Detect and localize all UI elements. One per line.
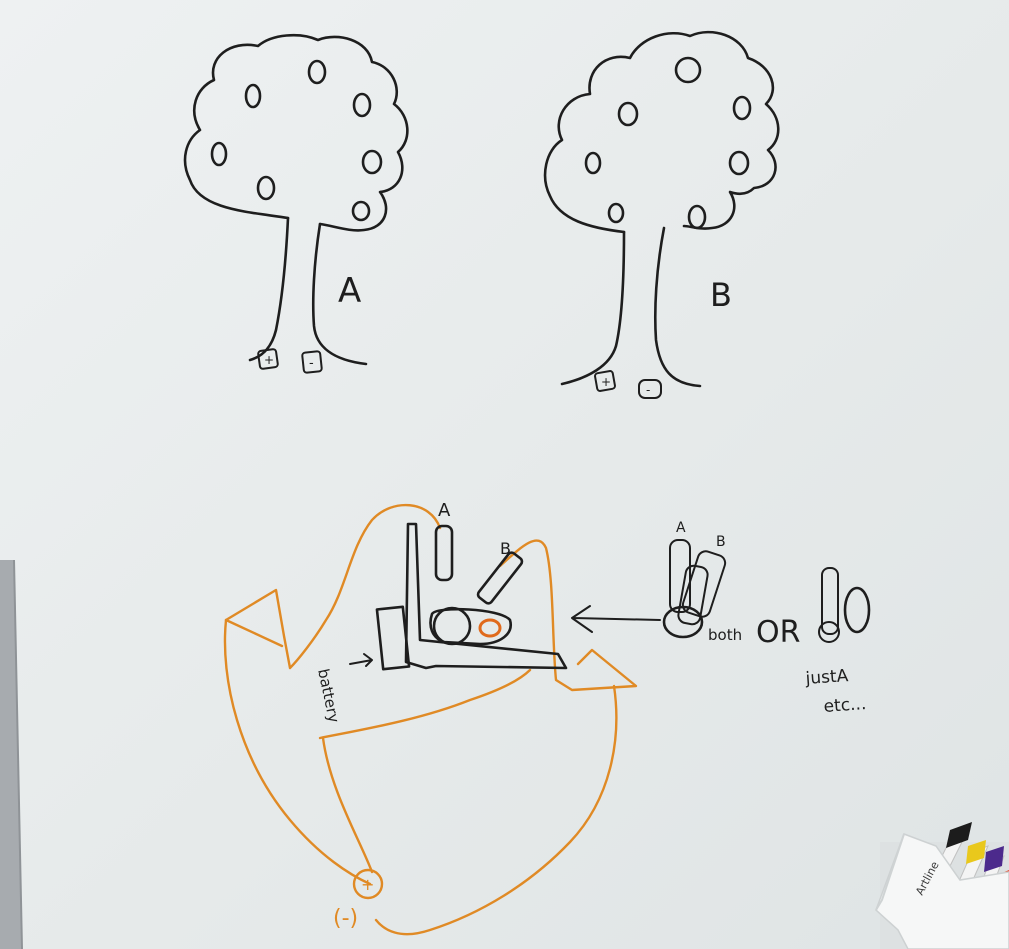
tree-b-minus-terminal bbox=[638, 379, 662, 399]
tree-a-fruits bbox=[210, 59, 383, 222]
tree-a-minus-label: - bbox=[309, 356, 314, 371]
option-electrode-b bbox=[681, 550, 727, 618]
orange-wire-right-loop bbox=[374, 684, 618, 936]
tree-b-canopy bbox=[543, 30, 780, 234]
battery-plus-circle bbox=[352, 868, 384, 900]
tree-a-minus-terminal bbox=[301, 350, 323, 374]
option-b-label: B bbox=[716, 534, 726, 550]
tree-a-trunk-left bbox=[248, 216, 290, 362]
tree-b: B + - bbox=[543, 30, 780, 399]
battery-plus-sign: + bbox=[361, 875, 374, 894]
orange-blob bbox=[478, 618, 502, 638]
fruit bbox=[728, 150, 750, 176]
tree-a-label: A bbox=[338, 271, 361, 311]
electrode-b-label: B bbox=[500, 539, 511, 558]
circuit-sketch: + (-) A B battery bbox=[223, 500, 638, 936]
tree-b-trunk-right bbox=[653, 226, 702, 388]
fruit bbox=[674, 56, 702, 84]
option-electrode-both bbox=[677, 564, 709, 626]
fruit bbox=[584, 151, 602, 175]
beaker bbox=[429, 607, 512, 646]
stand-post bbox=[404, 522, 568, 670]
tree-b-plus-label: + bbox=[601, 375, 611, 389]
orange-wire-outer bbox=[224, 504, 442, 670]
fruit bbox=[351, 200, 371, 222]
option-a-label: A bbox=[676, 520, 686, 536]
or-label: OR bbox=[756, 615, 800, 650]
electrode-a bbox=[434, 524, 454, 582]
option-electrode-a bbox=[669, 539, 691, 613]
fruit bbox=[307, 59, 327, 85]
tree-b-label: B bbox=[710, 276, 732, 314]
electrode-b bbox=[476, 551, 524, 605]
battery-arrow bbox=[349, 653, 373, 667]
just-b-electrode bbox=[843, 586, 871, 634]
fruit bbox=[687, 204, 707, 230]
orange-wire-shoulder bbox=[318, 668, 532, 740]
just-a-label: justA bbox=[804, 666, 849, 689]
marker-holder: Artline bbox=[875, 822, 1009, 949]
fruit bbox=[244, 83, 262, 109]
tree-b-fruits bbox=[584, 56, 752, 230]
both-label: both bbox=[708, 626, 742, 644]
tree-a-plus-terminal bbox=[257, 348, 279, 370]
orange-wire-right bbox=[498, 539, 638, 692]
fruit bbox=[210, 141, 228, 167]
fruit bbox=[617, 101, 639, 127]
options-sketch: A B both OR justA etc... bbox=[571, 520, 871, 717]
holder-edge bbox=[875, 833, 905, 911]
etc-label: etc... bbox=[823, 694, 867, 717]
tree-a-plus-label: + bbox=[264, 353, 274, 367]
tree-a-canopy bbox=[183, 33, 409, 232]
just-a-electrode bbox=[821, 567, 839, 635]
purple-marker bbox=[984, 846, 1004, 872]
fruit bbox=[732, 95, 752, 121]
beaker-lid-circle bbox=[432, 606, 472, 646]
tree-a: A + - bbox=[183, 33, 409, 374]
tree-a-trunk-right bbox=[311, 222, 368, 366]
tree-b-trunk-left bbox=[560, 230, 626, 386]
battery-block bbox=[375, 605, 411, 671]
just-a-beaker bbox=[818, 621, 840, 643]
fruit bbox=[361, 149, 383, 175]
fruit bbox=[256, 175, 276, 201]
fruit bbox=[352, 92, 372, 118]
orange-wire-left-loop bbox=[223, 618, 372, 886]
board-frame-left bbox=[0, 560, 22, 949]
black-marker bbox=[946, 822, 972, 848]
orange-wire-inner-left bbox=[321, 736, 374, 874]
tree-b-minus-label: - bbox=[646, 383, 650, 397]
fruit bbox=[607, 202, 625, 224]
board-frame-edge bbox=[13, 559, 23, 949]
tree-b-plus-terminal bbox=[594, 370, 616, 392]
yellow-marker bbox=[966, 840, 986, 864]
battery-minus-sign: (-) bbox=[333, 906, 358, 931]
pointer-arrow bbox=[571, 605, 661, 633]
holder-cup bbox=[875, 833, 1009, 949]
electrode-a-label: A bbox=[438, 500, 451, 521]
